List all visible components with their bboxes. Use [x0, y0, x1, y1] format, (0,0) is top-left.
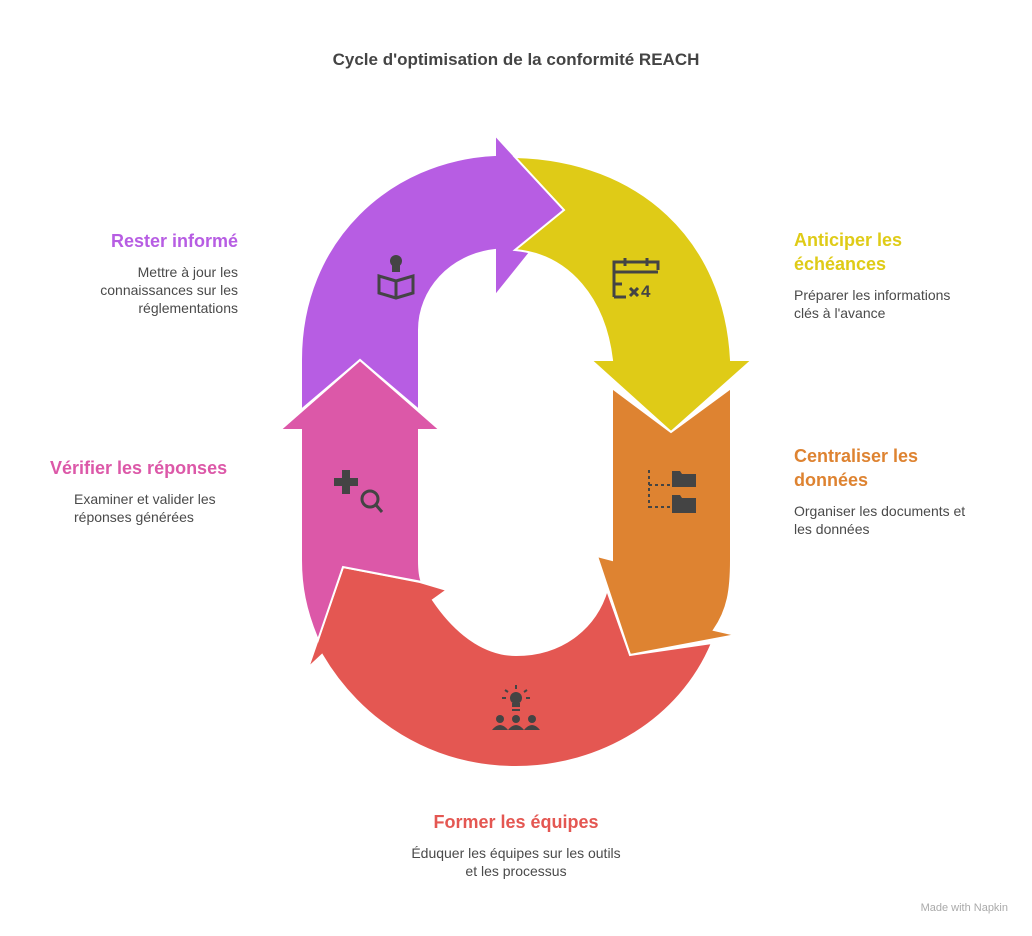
step-title: Anticiper les échéances: [794, 230, 903, 274]
step-verifier: Vérifier les réponses Examiner et valide…: [50, 456, 250, 526]
folder-tree-icon: [648, 470, 696, 513]
step-title: Former les équipes: [433, 812, 599, 832]
step-description: Préparer les informations clés à l'avanc…: [794, 287, 951, 321]
arrow-former: [307, 565, 714, 769]
step-former: Former les équipes Éduquer les équipes s…: [406, 810, 626, 880]
arrow-centraliser: [595, 386, 737, 657]
step-anticiper: Anticiper les échéances Préparer les inf…: [794, 228, 954, 322]
add-search-icon: [334, 470, 384, 513]
arrow-rester: [300, 132, 566, 413]
reading-book-icon: [377, 255, 415, 300]
team-idea-icon: [492, 685, 540, 730]
step-description: Examiner et valider les réponses générée…: [74, 491, 216, 525]
calendar-deadline-icon: 4: [612, 258, 660, 301]
step-description: Organiser les documents et les données: [794, 503, 966, 537]
step-description: Mettre à jour les connaissances sur les …: [100, 264, 238, 316]
step-title: Centraliser les données: [794, 446, 919, 490]
arrow-verifier: [277, 358, 443, 643]
diagram-title: Cycle d'optimisation de la conformité RE…: [332, 50, 700, 69]
napkin-watermark: Made with Napkin: [920, 902, 1008, 914]
step-centraliser: Centraliser les données Organiser les do…: [794, 444, 984, 538]
step-title: Rester informé: [110, 231, 238, 251]
svg-text:4: 4: [641, 282, 651, 301]
step-description: Éduquer les équipes sur les outils et le…: [411, 845, 621, 879]
step-title: Vérifier les réponses: [50, 458, 228, 478]
step-rester: Rester informé Mettre à jour les connais…: [60, 229, 238, 317]
